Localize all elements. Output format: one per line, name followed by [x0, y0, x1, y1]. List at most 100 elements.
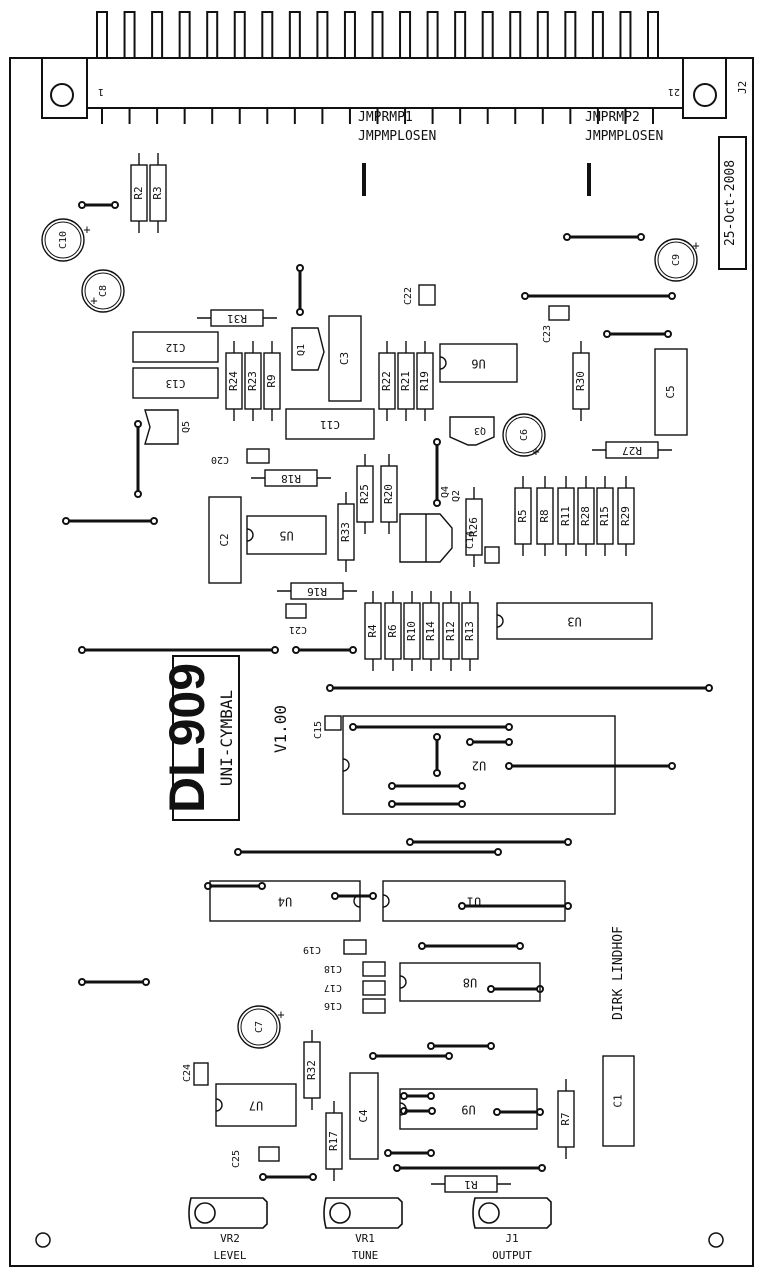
edge-finger: [399, 11, 412, 58]
wire-pad: [134, 420, 142, 428]
resistor-label: R20: [382, 484, 395, 504]
ic-label: U1: [467, 895, 481, 909]
edge-finger: [343, 11, 356, 58]
capacitor-label: C22: [403, 287, 414, 305]
resistor-label: R26: [467, 517, 480, 537]
resistor-r15: R15: [596, 476, 614, 556]
capacitor-c6: C6+: [502, 413, 546, 459]
capacitor-c10: C10+: [41, 218, 91, 262]
wire-pad: [603, 330, 611, 338]
resistor-r21: R21: [397, 341, 415, 421]
resistor-label: R18: [281, 472, 301, 485]
resistor-label: R5: [516, 509, 529, 522]
mounting-hole-bottom-right: [708, 1232, 724, 1248]
wire-pad: [433, 438, 441, 446]
wire-pad: [296, 264, 304, 272]
wire-pad: [388, 782, 396, 790]
wire-pad: [445, 1052, 453, 1060]
wire-pad: [384, 1149, 392, 1157]
resistor-label: R27: [622, 444, 642, 457]
resistor-label: R3: [151, 186, 164, 199]
board-date: 25-Oct-2008: [723, 160, 738, 246]
resistor-r3: R3: [149, 153, 167, 233]
resistor-r31: R31: [197, 309, 277, 327]
resistor-label: R32: [305, 1060, 318, 1080]
resistor-r5: R5: [514, 476, 532, 556]
connector-label: J2: [736, 81, 749, 94]
wire-pad: [134, 490, 142, 498]
capacitor-label: C19: [303, 944, 321, 955]
wire-pad: [664, 330, 672, 338]
capacitor-c8: C8+: [81, 269, 125, 313]
capacitor-label: C8: [98, 285, 109, 297]
wire-pad: [516, 942, 524, 950]
resistor-r2: R2: [130, 153, 148, 233]
resistor-r6: R6: [384, 591, 402, 671]
ic-label: U5: [279, 529, 293, 543]
wire-pad: [458, 800, 466, 808]
wire-pad: [349, 723, 357, 731]
resistor-label: R24: [227, 371, 240, 391]
wire-pad: [406, 838, 414, 846]
transistor-label: Q2: [451, 490, 462, 502]
resistor-label: R2: [132, 186, 145, 199]
edge-finger: [261, 11, 274, 58]
wire-pad: [150, 517, 158, 525]
resistor-r20: R20: [380, 454, 398, 534]
pot-vr2: [188, 1197, 268, 1229]
resistor-r27: R27: [592, 441, 672, 459]
resistor-label: R33: [339, 522, 352, 542]
edge-finger: [316, 11, 329, 58]
transistor-label: Q3: [474, 425, 486, 436]
capacitor-c13: C13: [132, 367, 219, 399]
wire-pad: [271, 646, 279, 654]
resistor-label: R28: [579, 506, 592, 526]
wire-pad: [349, 646, 357, 654]
ic-label: U4: [278, 895, 292, 909]
wire-pad: [388, 800, 396, 808]
ic-label: U2: [472, 759, 486, 773]
board-title: DL909: [159, 663, 215, 813]
resistor-label: R11: [559, 506, 572, 526]
wire-pad: [536, 1108, 544, 1116]
edge-finger: [123, 11, 136, 58]
wire-pad: [418, 942, 426, 950]
pot-j1: [472, 1197, 552, 1229]
wire-pad: [564, 902, 572, 910]
wire-pad: [433, 769, 441, 777]
edge-finger: [536, 11, 549, 58]
edge-finger: [371, 11, 384, 58]
date-box: [718, 136, 747, 270]
resistor-r25: R25: [356, 454, 374, 534]
wire-pad: [494, 848, 502, 856]
resistor-r22: R22: [378, 341, 396, 421]
resistor-label: R17: [327, 1131, 340, 1151]
transistor-q2: Q2: [399, 490, 462, 563]
wire-pad: [458, 902, 466, 910]
wire-pad: [258, 882, 266, 890]
wire-pad: [326, 684, 334, 692]
ic-label: U3: [567, 615, 581, 629]
resistor-label: R12: [444, 621, 457, 641]
resistor-r4: R4: [364, 591, 382, 671]
board-version: V1.00: [271, 705, 290, 753]
resistor-label: R7: [559, 1112, 572, 1125]
capacitor-label: C15: [313, 721, 324, 739]
capacitor-c20: C20: [211, 448, 270, 465]
capacitor-c9: C9+: [654, 238, 700, 282]
edge-connector-fingers: [96, 11, 659, 58]
ic-u4: U4: [209, 880, 361, 922]
jumper-1-sub: JMPMPLOSEN: [358, 129, 436, 144]
ic-u7: U7: [215, 1083, 297, 1127]
resistor-label: R1: [464, 1178, 477, 1191]
jumper-2-label: JMPRMP2: [585, 110, 640, 125]
resistor-r16: R16: [277, 582, 357, 600]
capacitor-label: C23: [542, 325, 553, 343]
edge-finger: [288, 11, 301, 58]
capacitor-label: C1: [612, 1094, 625, 1107]
capacitor-label: C3: [338, 352, 351, 365]
wire-pad: [668, 292, 676, 300]
ic-u8: U8: [399, 962, 541, 1002]
edge-finger: [454, 11, 467, 58]
transistor-q3: Q3: [449, 416, 495, 446]
